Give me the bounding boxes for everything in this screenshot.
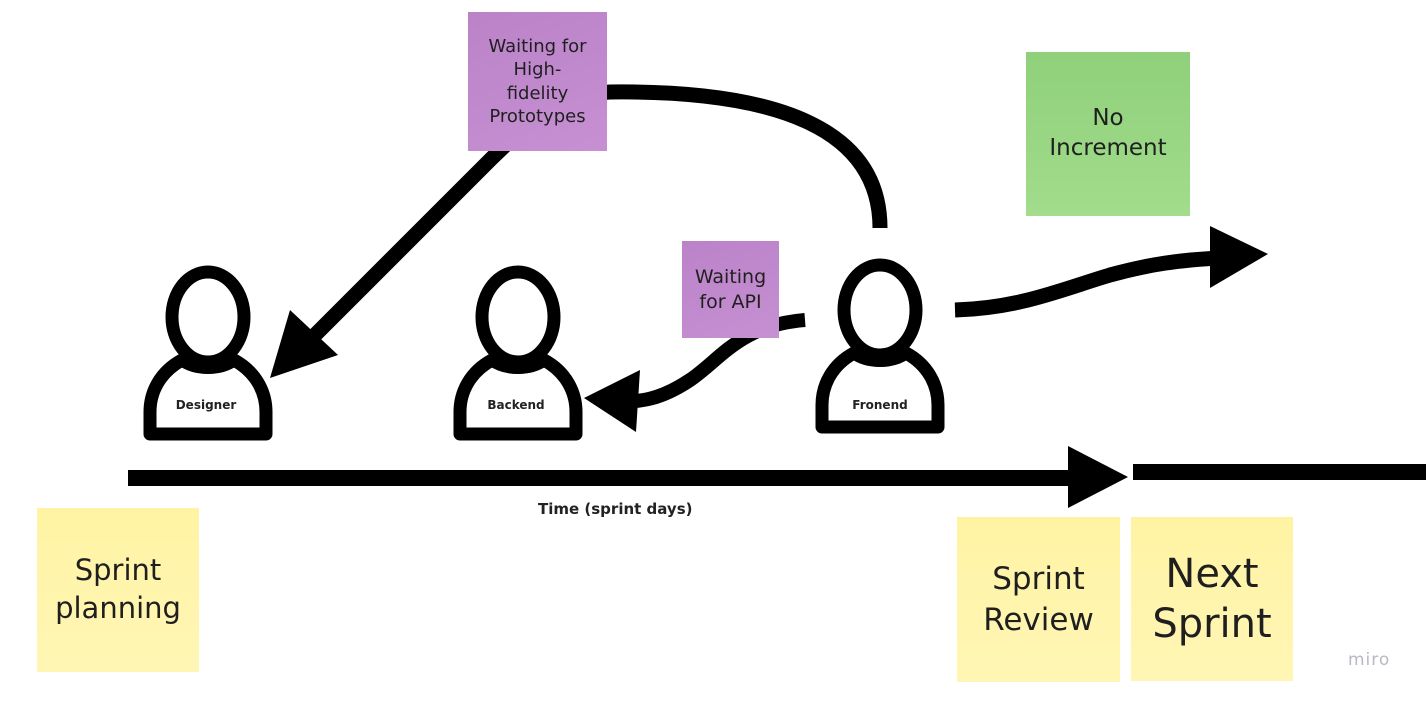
sticky-waiting-api[interactable]: Waiting for API	[682, 241, 779, 338]
sticky-sprint-review[interactable]: Sprint Review	[957, 517, 1120, 682]
sticky-no-increment[interactable]: No Increment	[1026, 52, 1190, 216]
timeline-arrowhead	[1068, 446, 1128, 508]
sticky-text: Sprint Review	[983, 561, 1094, 638]
sticky-next-sprint[interactable]: Next Sprint	[1131, 517, 1293, 681]
backend-label: Backend	[487, 398, 545, 412]
sticky-text: Waiting for API	[694, 265, 767, 313]
sticky-text: No Increment	[1049, 105, 1167, 161]
arrow-frontend-to-increment	[954, 250, 1221, 318]
sticky-sprint-planning[interactable]: Sprint planning	[37, 508, 199, 672]
sticky-text: Waiting for High- fidelity Prototypes	[488, 35, 587, 127]
arrowhead-designer	[270, 310, 338, 378]
miro-watermark: miro	[1348, 650, 1391, 670]
arrowhead-backend	[584, 370, 640, 432]
designer-label: Designer	[175, 398, 237, 412]
sticky-waiting-prototypes[interactable]: Waiting for High- fidelity Prototypes	[468, 12, 607, 151]
timeline-label: Time (sprint days)	[538, 500, 693, 518]
arrowhead-increment	[1210, 226, 1268, 288]
frontend-label: Fronend	[852, 398, 908, 412]
sticky-text: Next Sprint	[1152, 551, 1272, 647]
sticky-text: Sprint planning	[55, 553, 181, 625]
